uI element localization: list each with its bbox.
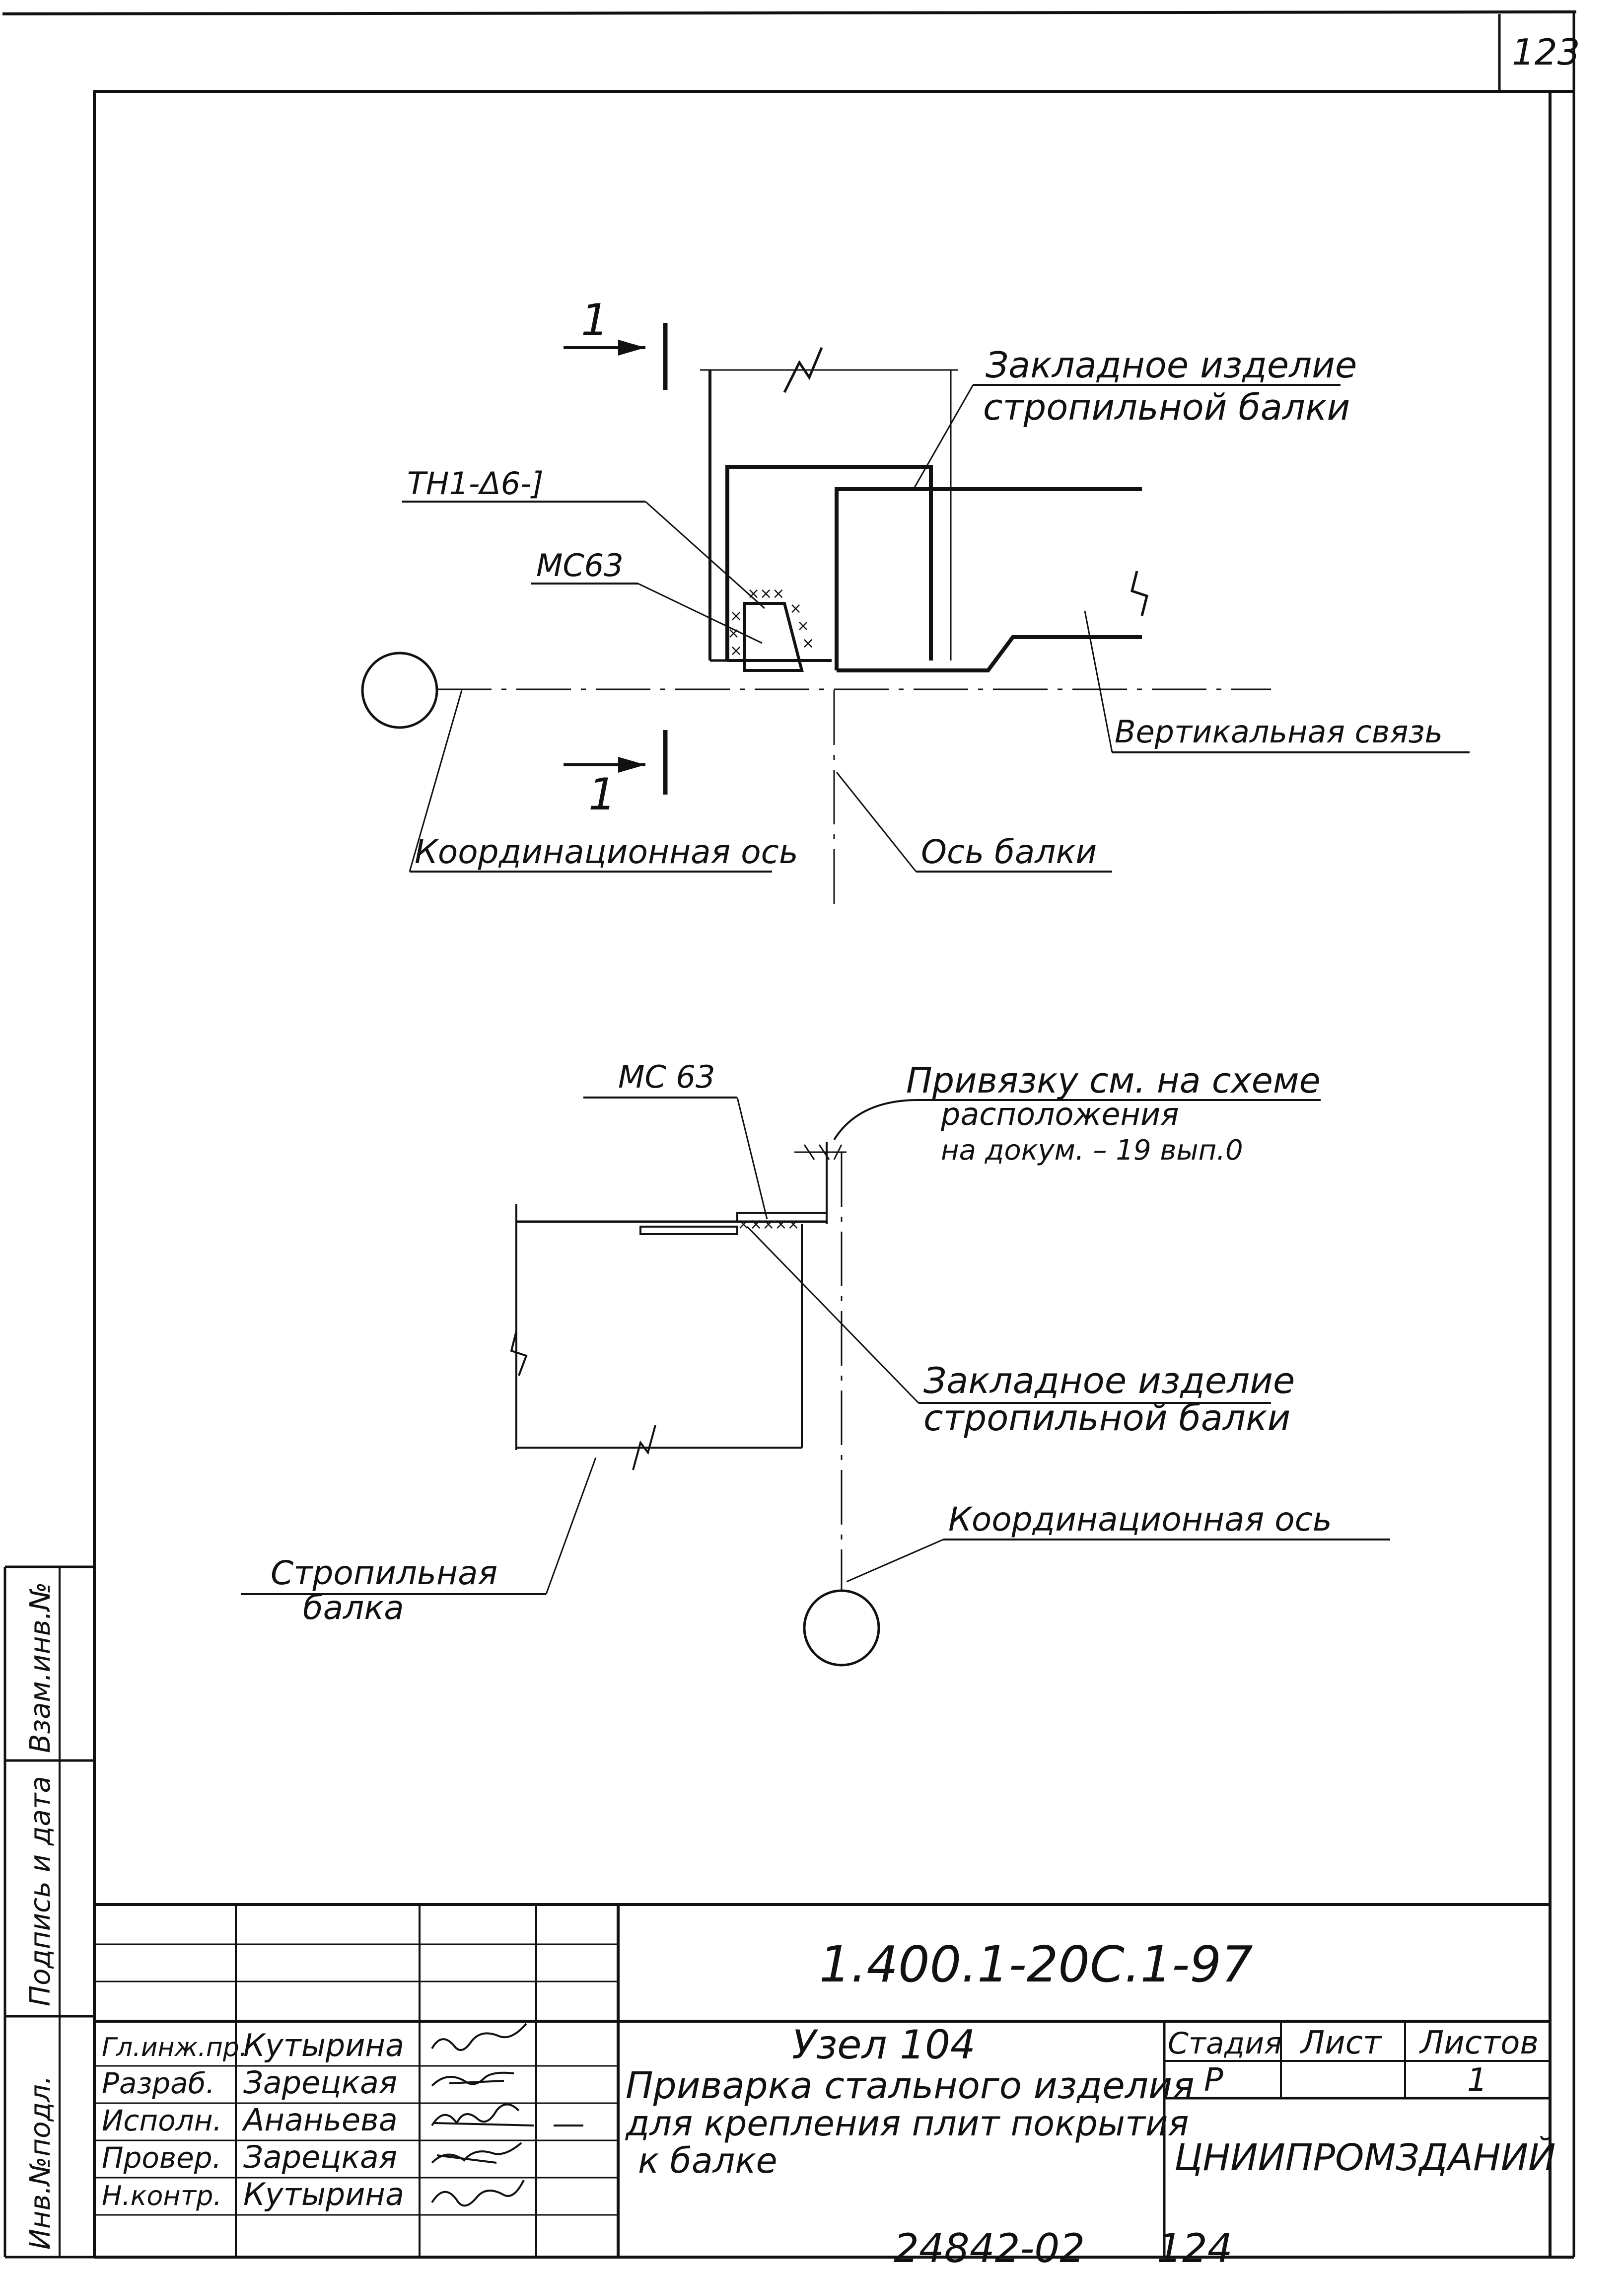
embed-label-section-line2: стропильной балки [923, 1397, 1290, 1439]
page-number: 123 [1512, 31, 1580, 73]
section-view: ××××× МС 63 Привязку см. на схеме распол… [241, 1059, 1390, 1667]
coord-axis-label: Координационная ось [415, 833, 798, 871]
role-executor: Исполн. [102, 2104, 222, 2137]
beam-axis-label: Ось балки [921, 833, 1097, 871]
weld-mark-label: ТН1-Δ6-] [407, 465, 544, 502]
role-chief-engineer: Гл.инж.пр. [102, 2033, 247, 2062]
svg-text:×: × [797, 617, 809, 635]
role-norm-control: Н.контр. [102, 2180, 222, 2211]
footer-page: 124 [1157, 2225, 1233, 2272]
electrode-label: МС63 [536, 547, 624, 584]
embed-label-line1: Закладное изделие [986, 344, 1357, 386]
svg-text:×: × [802, 635, 814, 652]
document-code: 1.400.1-20С.1-97 [819, 1935, 1253, 1993]
embed-label-line2: стропильной балки [983, 386, 1350, 428]
title-line2: Приварка стального изделия [626, 2064, 1195, 2107]
reference-line1: Привязку см. на схеме [906, 1060, 1321, 1101]
sheet-frame [2, 10, 1577, 2259]
stage-value: Р [1204, 2062, 1223, 2099]
weld-cross-marks: ××× × × × × × × [727, 585, 814, 660]
stage-header: Стадия [1168, 2026, 1282, 2061]
section-mark-bottom: 1 [588, 769, 616, 820]
plan-view: 1 1 ××× × × × × × × [361, 294, 1470, 909]
electrode-label-section: МС 63 [618, 1059, 715, 1095]
side-sign-date: Подпись и дата [24, 1776, 57, 2006]
name-executor: Ананьева [241, 2102, 398, 2138]
organization: ЦНИИПРОМЗДАНИЙ [1174, 2135, 1555, 2179]
reference-line3: на докум. – 19 вып.0 [941, 1134, 1243, 1167]
side-inv-orig: Инв.№подл. [24, 2075, 57, 2250]
embed-label-section-line1: Закладное изделие [923, 1360, 1295, 1401]
svg-text:×: × [730, 642, 742, 660]
signatures [431, 2023, 583, 2207]
sheets-header: Листов [1419, 2025, 1539, 2061]
reference-line2: расположения [940, 1096, 1179, 1132]
section-mark-top: 1 [581, 294, 609, 346]
name-developer: Зарецкая [243, 2064, 397, 2101]
coord-axis-label-section: Координационная ось [948, 1500, 1332, 1539]
role-checker: Провер. [102, 2141, 221, 2175]
sheet-header: Лист [1300, 2025, 1382, 2061]
svg-text:×××: ××× [747, 585, 784, 602]
girder-label-line1: Стропильная [271, 1554, 497, 1592]
sheets-value: 1 [1467, 2062, 1487, 2099]
vertical-brace-label: Вертикальная связь [1115, 714, 1443, 750]
title-line1: Узел 104 [792, 2022, 976, 2068]
title-block: 1.400.1-20С.1-97 Гл.инж.пр. Разраб. Испо… [94, 1903, 1555, 2257]
weld-marks-section: ××××× [737, 1216, 800, 1233]
name-chief-engineer: Кутырина [243, 2027, 404, 2063]
footer-code: 24842-02 [894, 2225, 1085, 2272]
title-line3: для крепления плит покрытия [625, 2103, 1189, 2144]
name-norm-control: Кутырина [243, 2176, 404, 2212]
svg-text:×: × [789, 600, 802, 617]
name-checker: Зарецкая [243, 2139, 397, 2175]
side-stamp: Взам.инв.№ Подпись и дата Инв.№подл. [3, 1565, 94, 2259]
role-developer: Разраб. [102, 2066, 215, 2100]
girder-label-line2: балка [303, 1589, 404, 1627]
side-replace-inv: Взам.инв.№ [24, 1582, 57, 1753]
svg-text:×: × [730, 607, 742, 625]
title-line4: к балке [638, 2140, 777, 2181]
